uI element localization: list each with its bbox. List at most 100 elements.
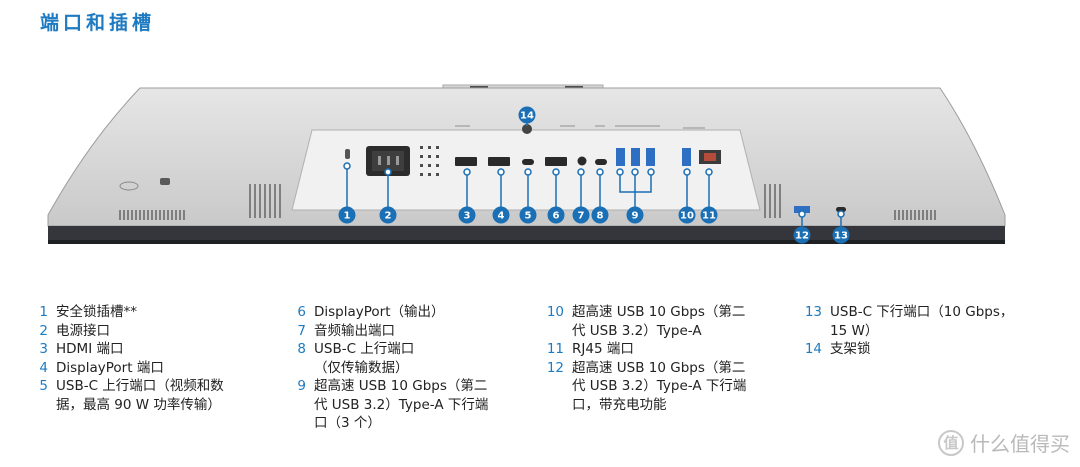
legend-number xyxy=(288,396,314,415)
svg-text:11: 11 xyxy=(702,211,716,222)
left-vents xyxy=(119,184,281,220)
callout-3: 3 xyxy=(458,206,476,224)
legend-number xyxy=(540,377,572,396)
security-lock-slot xyxy=(345,149,350,159)
io-panel xyxy=(291,125,761,211)
legend-text: 口，带充电功能 xyxy=(572,396,667,413)
legend-number xyxy=(540,396,572,415)
legend-number: 6 xyxy=(297,304,306,320)
legend-item: 1 安全锁插槽** xyxy=(30,303,224,322)
legend-number xyxy=(540,322,572,341)
usb-c-data-port xyxy=(595,159,607,165)
usb-a-charging-port xyxy=(794,206,810,213)
legend-item: （仅传输数据） xyxy=(288,359,488,378)
legend-item: 口，带充电功能 xyxy=(540,396,746,415)
legend-text: USB-C 上行端口 xyxy=(314,341,415,357)
legend-number xyxy=(30,396,56,415)
callout-4: 4 xyxy=(492,206,510,224)
legend-text: （仅传输数据） xyxy=(314,359,409,376)
legend-text: USB-C 上行端口（视频和数 xyxy=(56,378,224,394)
callout-9: 9 xyxy=(626,206,644,224)
legend-item: 15 W） xyxy=(798,322,1013,341)
legend-text: 15 W） xyxy=(830,322,879,339)
legend-number: 10 xyxy=(546,304,564,320)
svg-text:12: 12 xyxy=(795,231,809,242)
legend-number: 14 xyxy=(804,341,822,357)
callout-7: 7 xyxy=(572,206,590,224)
watermark-text: 什么值得买 xyxy=(970,432,1070,456)
callout-6: 6 xyxy=(547,206,565,224)
legend-number: 7 xyxy=(297,322,306,339)
legend-item: 2 电源接口 xyxy=(30,322,224,341)
legend-item: 口（3 个） xyxy=(288,414,488,433)
callout-5: 5 xyxy=(519,206,537,224)
svg-text:7: 7 xyxy=(578,211,585,222)
port-markers xyxy=(343,162,845,218)
legend-text: DisplayPort（输出） xyxy=(314,304,445,320)
svg-text:10: 10 xyxy=(680,211,694,222)
legend-item: 据，最高 90 W 功率传输） xyxy=(30,396,224,415)
stand-lock xyxy=(522,124,532,134)
legend-text: 代 USB 3.2）Type-A xyxy=(572,322,702,339)
legend-item: 14 支架锁 xyxy=(798,340,1013,359)
legend-number xyxy=(288,414,314,433)
monitor-rear-diagram: 1 2 3 4 5 6 7 8 9 10 11 12 13 14 xyxy=(47,84,1006,244)
legend-number xyxy=(798,322,830,341)
port-label-icons xyxy=(420,146,439,176)
callout-14: 14 xyxy=(518,106,536,124)
legend-item: 8 USB-C 上行端口 xyxy=(288,340,488,359)
callout-badges: 1 2 3 4 5 6 7 8 9 10 11 12 13 14 xyxy=(338,106,850,244)
usb-c-upstream-port xyxy=(522,159,534,165)
section-title: 端口和插槽 xyxy=(40,12,156,34)
legend-number: 4 xyxy=(39,359,48,376)
legend-text: 电源接口 xyxy=(56,322,110,339)
legend-number: 12 xyxy=(546,359,564,376)
legend-text: 代 USB 3.2）Type-A 下行端 xyxy=(314,396,489,413)
usb-c-downstream-port xyxy=(836,207,846,212)
usb-a-downstream-ports xyxy=(616,148,655,166)
legend-text: 支架锁 xyxy=(830,341,871,357)
legend-item: 5 USB-C 上行端口（视频和数 xyxy=(30,377,224,396)
callout-1: 1 xyxy=(338,206,356,224)
callout-2: 2 xyxy=(379,206,397,224)
displayport-out-port xyxy=(545,157,567,166)
legend-number: 2 xyxy=(39,322,48,339)
svg-text:6: 6 xyxy=(553,211,560,222)
usb-a-port xyxy=(682,148,691,166)
svg-text:14: 14 xyxy=(520,111,534,122)
legend-number: 3 xyxy=(39,341,48,357)
legend-number: 9 xyxy=(297,378,306,394)
legend-number: 5 xyxy=(39,378,48,394)
svg-text:13: 13 xyxy=(834,231,848,242)
power-connector xyxy=(366,146,410,176)
joystick-button xyxy=(119,178,170,191)
svg-text:4: 4 xyxy=(498,211,505,222)
displayport-in-port xyxy=(488,157,510,166)
callout-8: 8 xyxy=(591,206,609,224)
audio-out-port xyxy=(577,156,587,166)
svg-text:1: 1 xyxy=(344,211,351,222)
legend-text: 口（3 个） xyxy=(314,415,381,431)
legend-number: 11 xyxy=(546,341,564,357)
svg-text:8: 8 xyxy=(597,211,604,222)
callout-12: 12 xyxy=(793,226,811,244)
svg-text:9: 9 xyxy=(632,211,639,222)
callout-13: 13 xyxy=(832,226,850,244)
rj45-port xyxy=(699,150,721,164)
legend-text: 安全锁插槽** xyxy=(56,304,137,320)
legend-number: 1 xyxy=(39,304,48,320)
legend-number: 8 xyxy=(297,341,306,357)
legend-item: 代 USB 3.2）Type-A 下行端 xyxy=(540,377,746,396)
